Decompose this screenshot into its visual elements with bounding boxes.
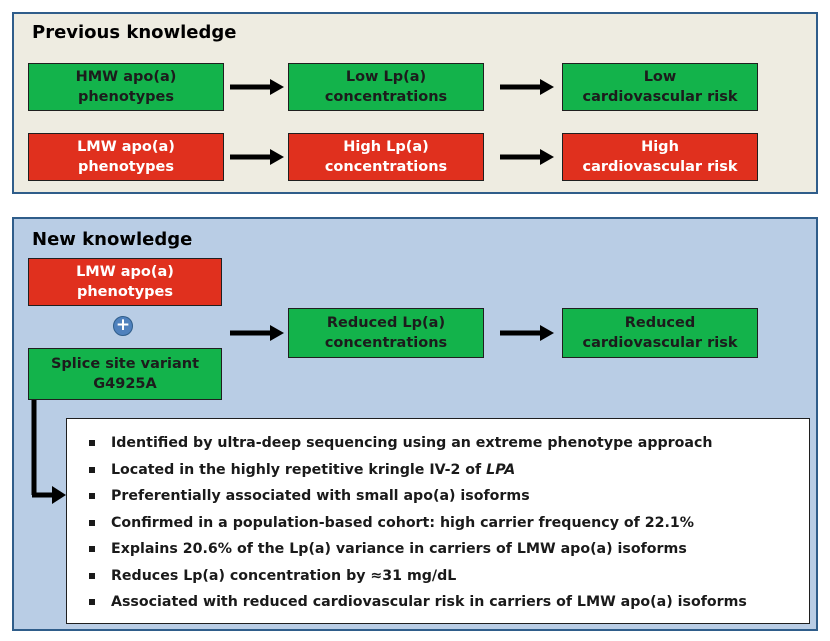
fact-text: Preferentially associated with small apo… bbox=[111, 488, 530, 504]
new-lmw-phenotypes-box: LMW apo(a) phenotypes bbox=[28, 258, 222, 306]
new-knowledge-title: New knowledge bbox=[32, 229, 193, 250]
arrow-right-icon bbox=[230, 149, 284, 165]
reduced-risk-box: Reduced cardiovascular risk bbox=[562, 308, 758, 358]
previous-knowledge-title: Previous knowledge bbox=[32, 22, 237, 43]
fact-text: Identified by ultra-deep sequencing usin… bbox=[111, 435, 713, 451]
new-lmw-phenotypes-label: LMW apo(a) phenotypes bbox=[76, 264, 174, 300]
facts-list: Identified by ultra-deep sequencing usin… bbox=[89, 430, 797, 616]
splice-variant-box: Splice site variant G4925A bbox=[28, 348, 222, 400]
fact-text: Explains 20.6% of the Lp(a) variance in … bbox=[111, 541, 687, 557]
reduced-risk-label: Reduced cardiovascular risk bbox=[582, 315, 738, 351]
high-lpa-label: High Lp(a) concentrations bbox=[324, 139, 448, 175]
low-lpa-label: Low Lp(a) concentrations bbox=[324, 69, 448, 105]
fact-item: Identified by ultra-deep sequencing usin… bbox=[89, 430, 797, 457]
high-lpa-box: High Lp(a) concentrations bbox=[288, 133, 484, 181]
reduced-lpa-label: Reduced Lp(a) concentrations bbox=[324, 315, 448, 351]
low-risk-label: Low cardiovascular risk bbox=[582, 69, 738, 105]
arrow-right-icon bbox=[230, 79, 284, 95]
hmw-phenotypes-label: HMW apo(a) phenotypes bbox=[75, 69, 177, 105]
arrow-right-icon bbox=[500, 149, 554, 165]
fact-text: Confirmed in a population-based cohort: … bbox=[111, 514, 694, 531]
elbow-arrow-icon bbox=[31, 400, 66, 504]
gene-name: LPA bbox=[486, 461, 516, 478]
arrow-right-icon bbox=[230, 325, 284, 341]
high-risk-box: High cardiovascular risk bbox=[562, 133, 758, 181]
hmw-phenotypes-box: HMW apo(a) phenotypes bbox=[28, 63, 224, 111]
splice-variant-label: Splice site variant G4925A bbox=[50, 356, 200, 392]
plus-icon: + bbox=[113, 316, 133, 336]
high-risk-label: High cardiovascular risk bbox=[582, 139, 738, 175]
reduced-lpa-box: Reduced Lp(a) concentrations bbox=[288, 308, 484, 358]
fact-text: Reduces Lp(a) concentration by ≈31 mg/dL bbox=[111, 567, 457, 584]
arrow-right-icon bbox=[500, 79, 554, 95]
fact-item: Associated with reduced cardiovascular r… bbox=[89, 589, 797, 616]
fact-text: Associated with reduced cardiovascular r… bbox=[111, 594, 747, 610]
facts-box: Identified by ultra-deep sequencing usin… bbox=[66, 418, 810, 624]
fact-item: Explains 20.6% of the Lp(a) variance in … bbox=[89, 536, 797, 563]
lmw-phenotypes-label: LMW apo(a) phenotypes bbox=[77, 139, 175, 175]
fact-item: Preferentially associated with small apo… bbox=[89, 483, 797, 510]
low-lpa-box: Low Lp(a) concentrations bbox=[288, 63, 484, 111]
arrow-right-icon bbox=[500, 325, 554, 341]
fact-item: Reduces Lp(a) concentration by ≈31 mg/dL bbox=[89, 563, 797, 590]
fact-text: Located in the highly repetitive kringle… bbox=[111, 461, 487, 478]
low-risk-box: Low cardiovascular risk bbox=[562, 63, 758, 111]
fact-item: Located in the highly repetitive kringle… bbox=[89, 457, 797, 484]
fact-item: Confirmed in a population-based cohort: … bbox=[89, 510, 797, 537]
lmw-phenotypes-box: LMW apo(a) phenotypes bbox=[28, 133, 224, 181]
